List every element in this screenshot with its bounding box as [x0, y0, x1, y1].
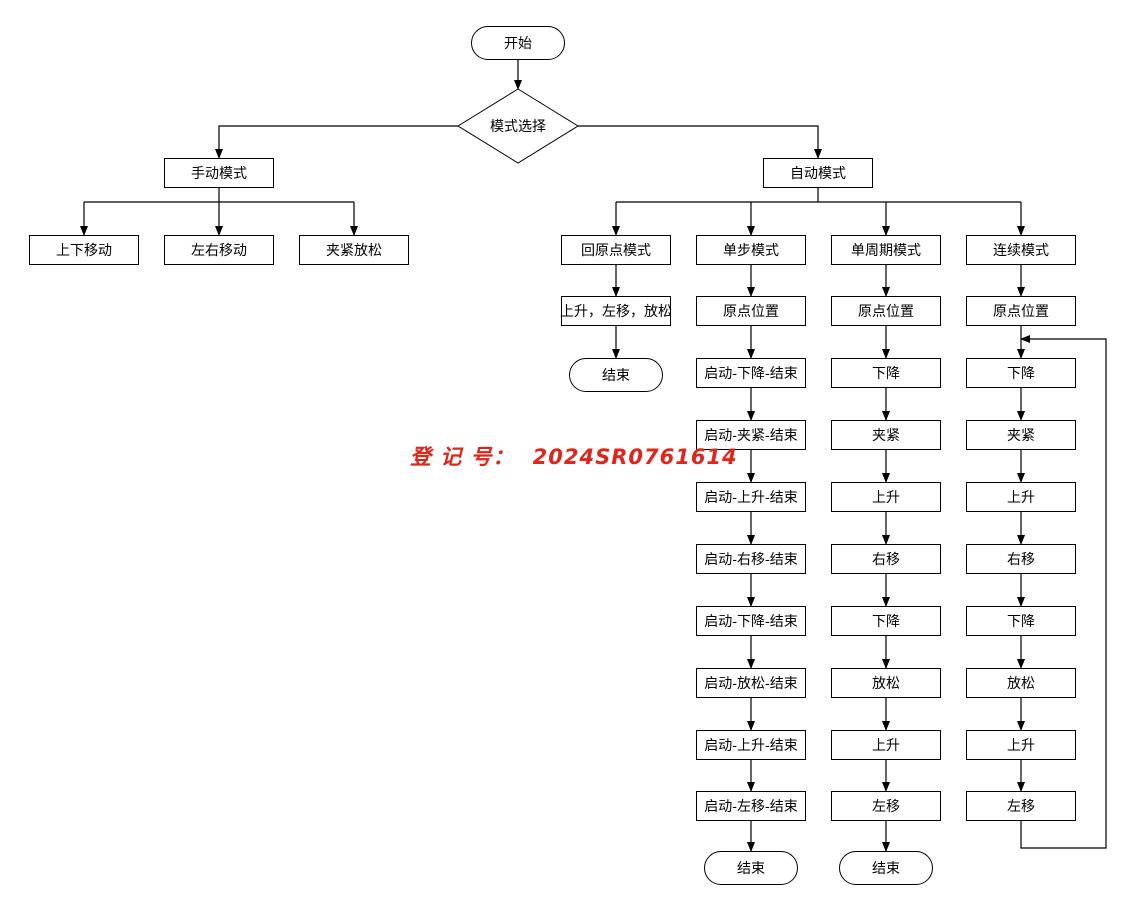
single-step-step-8: 启动-上升-结束	[696, 730, 806, 760]
single-step-step-6: 启动-下降-结束	[696, 606, 806, 636]
single-step-step-2: 启动-下降-结束	[696, 358, 806, 388]
single-cycle-step-8: 上升	[831, 730, 941, 760]
single-step-step-7: 启动-放松-结束	[696, 668, 806, 698]
continuous-step-3: 夹紧	[966, 420, 1076, 450]
single-step-step-5: 启动-右移-结束	[696, 544, 806, 574]
home-mode-box: 回原点模式	[561, 235, 671, 265]
single-cycle-step-3: 夹紧	[831, 420, 941, 450]
single-step-step-1: 原点位置	[696, 296, 806, 326]
continuous-mode-box: 连续模式	[966, 235, 1076, 265]
single-cycle-mode-box: 单周期模式	[831, 235, 941, 265]
single-cycle-step-5: 右移	[831, 544, 941, 574]
watermark-number: 2024SR0761614	[532, 445, 738, 469]
single-cycle-step-4: 上升	[831, 482, 941, 512]
continuous-step-7: 放松	[966, 668, 1076, 698]
auto-mode-box: 自动模式	[763, 158, 873, 188]
continuous-step-9: 左移	[966, 791, 1076, 821]
single-cycle-end-terminal: 结束	[839, 851, 933, 885]
single-cycle-step-9: 左移	[831, 791, 941, 821]
connector-2	[215, 125, 458, 159]
continuous-step-5: 右移	[966, 544, 1076, 574]
mode-select-label: 模式选择	[490, 119, 546, 135]
manual-item-left-right: 左右移动	[164, 235, 274, 265]
single-step-step-3: 启动-夹紧-结束	[696, 420, 806, 450]
home-step-1: 上升，左移，放松	[560, 296, 672, 326]
watermark-label: 登 记 号：	[410, 445, 515, 469]
continuous-step-8: 上升	[966, 730, 1076, 760]
single-cycle-step-7: 放松	[831, 668, 941, 698]
single-cycle-step-2: 下降	[831, 358, 941, 388]
single-cycle-step-1: 原点位置	[831, 296, 941, 326]
manual-mode-box: 手动模式	[164, 158, 274, 188]
single-step-step-9: 启动-左移-结束	[696, 791, 806, 821]
single-step-end-terminal: 结束	[704, 851, 798, 885]
connector-3	[578, 125, 822, 159]
connector-46	[1020, 335, 1107, 849]
continuous-step-4: 上升	[966, 482, 1076, 512]
manual-item-clamp-release: 夹紧放松	[299, 235, 409, 265]
continuous-step-6: 下降	[966, 606, 1076, 636]
single-cycle-step-6: 下降	[831, 606, 941, 636]
single-step-step-4: 启动-上升-结束	[696, 482, 806, 512]
single-step-mode-box: 单步模式	[696, 235, 806, 265]
continuous-step-2: 下降	[966, 358, 1076, 388]
mode-select-diamond	[457, 88, 579, 164]
continuous-step-1: 原点位置	[966, 296, 1076, 326]
start-terminal: 开始	[471, 26, 565, 60]
registration-watermark: 登 记 号： 2024SR0761614	[410, 441, 738, 471]
home-end-terminal: 结束	[569, 358, 663, 392]
manual-item-up-down: 上下移动	[29, 235, 139, 265]
